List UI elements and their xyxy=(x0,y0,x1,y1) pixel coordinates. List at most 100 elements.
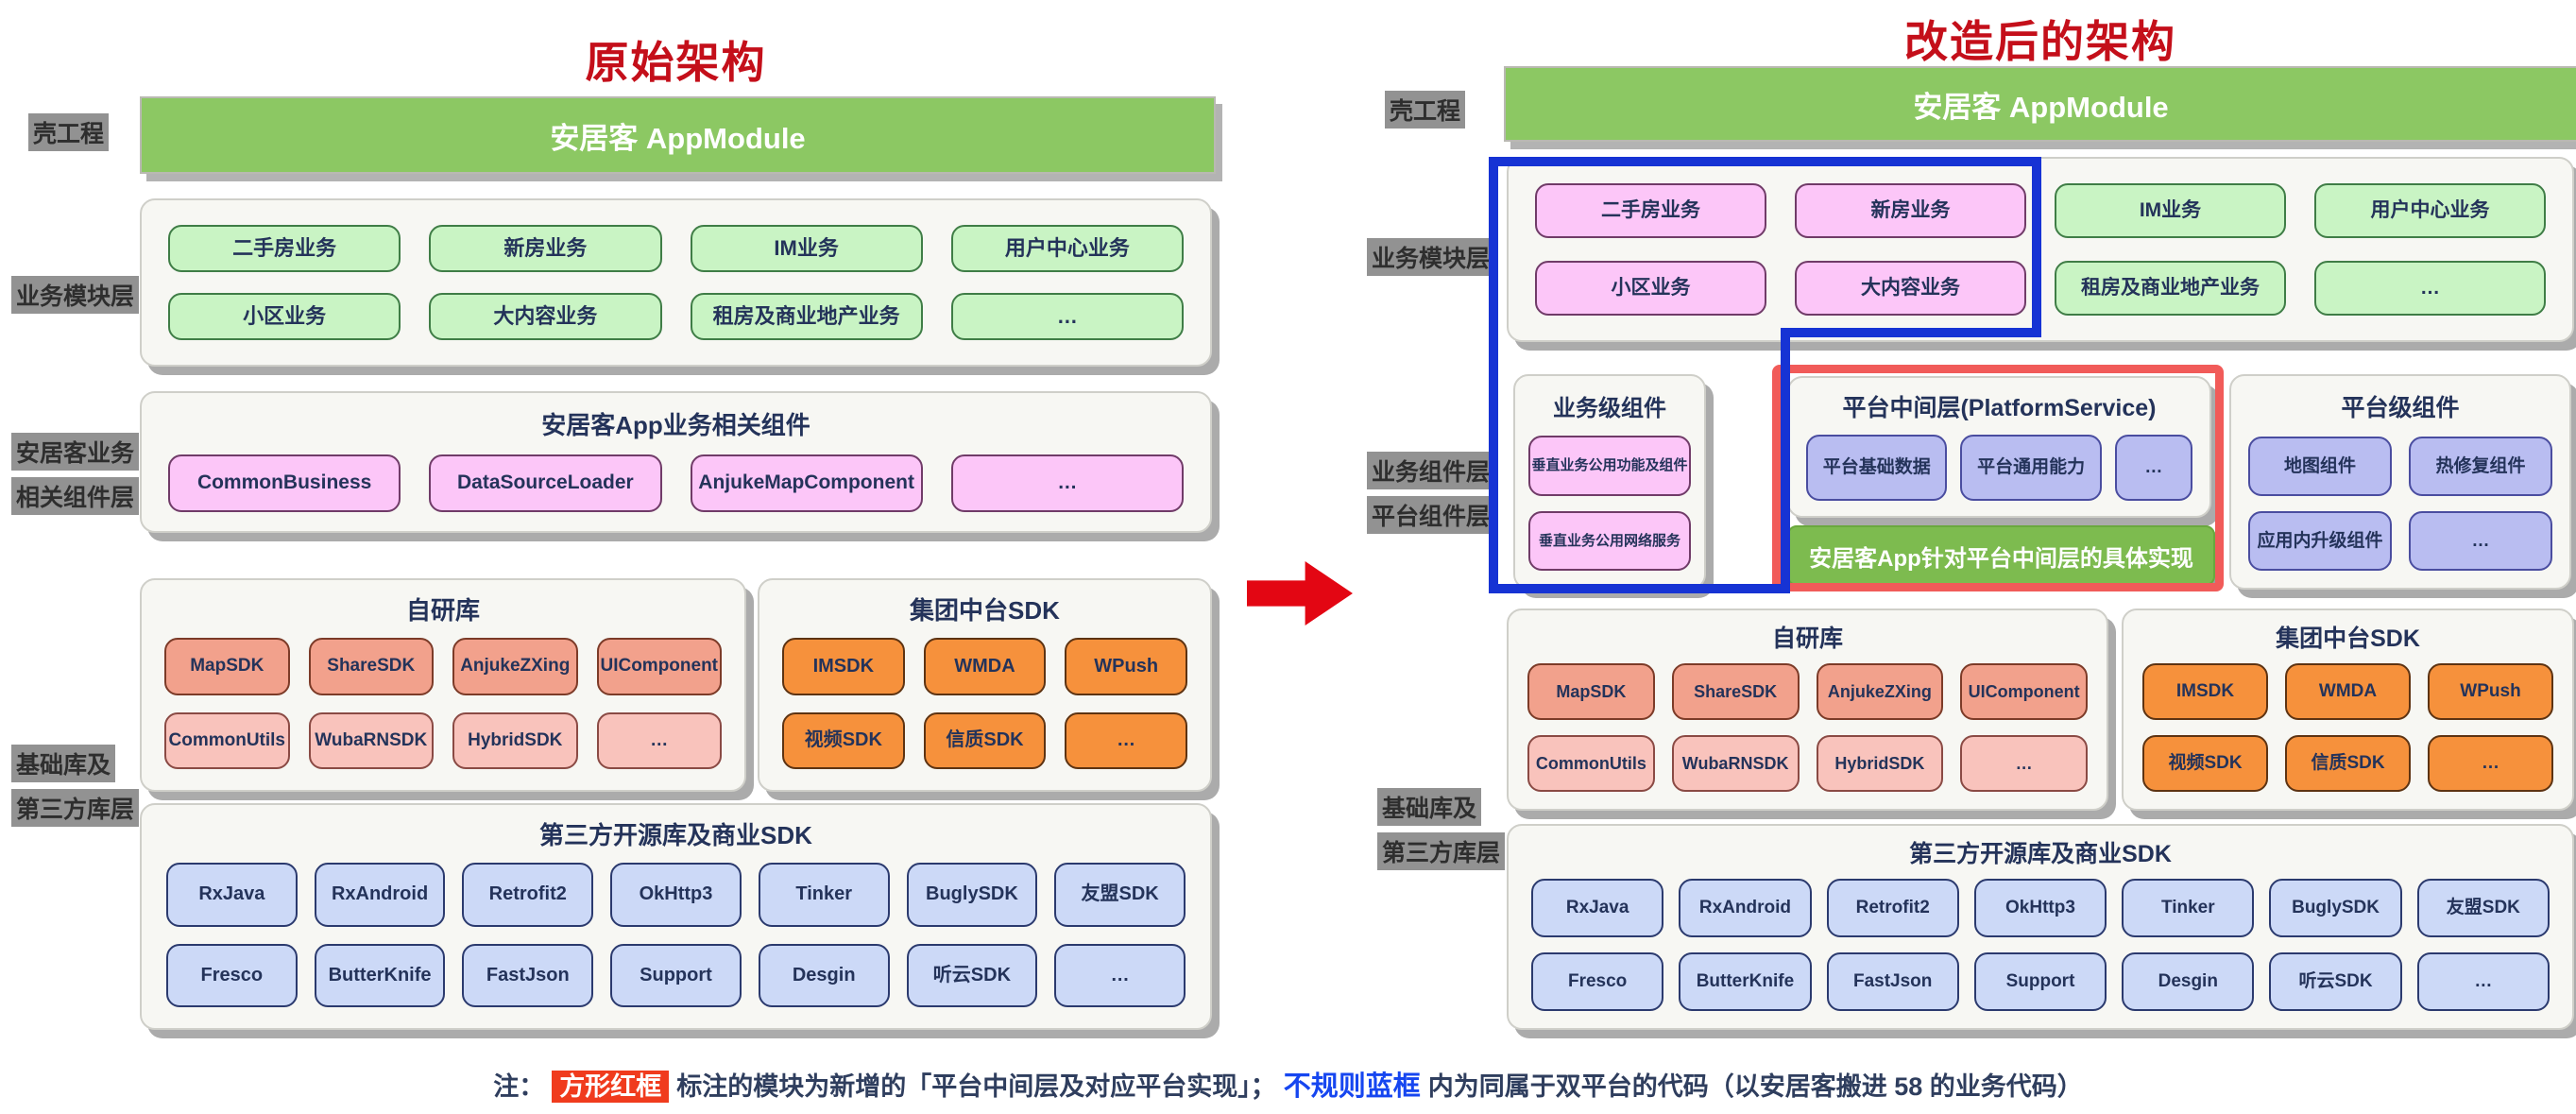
diagram-box: … xyxy=(950,293,1184,340)
diagram-box: … xyxy=(2114,435,2192,501)
diagram-box: Fresco xyxy=(166,943,298,1007)
diagram-box: 二手房业务 xyxy=(168,225,401,272)
diagram-box: WubaRNSDK xyxy=(308,711,434,769)
right-layer-label-modules: 业务模块层 xyxy=(1367,238,1495,276)
diagram-box: IM业务 xyxy=(690,225,923,272)
diagram-box: … xyxy=(2428,735,2553,792)
right-platform-level-grid: 地图组件热修复组件应用内升级组件… xyxy=(2248,437,2552,571)
right-group-sdk-card: 集团中台SDK IMSDK WMDA WPush 视频SDK 信质SDK … xyxy=(2122,608,2574,811)
diagram-box: 友盟SDK xyxy=(1054,863,1186,927)
right-diagram-title: 改造后的架构 xyxy=(1904,17,2176,66)
right-biz-level-grid: 垂直业务公用功能及组件垂直业务公用网络服务 xyxy=(1528,436,1691,571)
layer-label-text: 相关组件层 xyxy=(11,477,140,515)
transform-arrow-icon xyxy=(1247,561,1353,626)
diagram-box: 视频SDK xyxy=(2142,735,2268,792)
platform-mid-red-frame xyxy=(1772,365,2224,591)
layer-label-text: 壳工程 xyxy=(28,113,110,151)
layer-label-text: 第三方库层 xyxy=(11,789,140,827)
diagram-box: 热修复组件 xyxy=(2409,437,2552,496)
diagram-box: WMDA xyxy=(2285,663,2411,720)
diagram-box: IMSDK xyxy=(2142,663,2268,720)
right-platform-level-card: 平台级组件 地图组件热修复组件应用内升级组件… xyxy=(2229,374,2571,590)
diagram-box: 大内容业务 xyxy=(429,293,662,340)
left-layer-label-components: 安居客业务 相关组件层 xyxy=(11,433,140,515)
diagram-box: 听云SDK xyxy=(2269,952,2402,1011)
diagram-box: WPush xyxy=(1065,638,1187,695)
diagram-box: Retrofit2 xyxy=(1826,879,1959,937)
diagram-box: 用户中心业务 xyxy=(2314,183,2546,238)
left-biz-components-title: 安居客App业务相关组件 xyxy=(541,411,810,439)
caption-red-highlight: 方形红框 xyxy=(552,1071,670,1103)
diagram-box: WMDA xyxy=(923,638,1047,695)
diagram-box: 听云SDK xyxy=(906,943,1038,1007)
diagram-box: MapSDK xyxy=(164,638,290,695)
diagram-box: IM业务 xyxy=(2055,183,2286,238)
diagram-box: BuglySDK xyxy=(2269,879,2402,937)
diagram-box: MapSDK xyxy=(1527,663,1655,720)
right-third-party-title: 第三方开源库及商业SDK xyxy=(1909,841,2172,867)
diagram-box: CommonUtils xyxy=(164,711,290,769)
diagram-box: 小区业务 xyxy=(1535,261,1766,316)
diagram-box: CommonUtils xyxy=(1527,735,1655,792)
diagram-box: ButterKnife xyxy=(1679,952,1812,1011)
layer-label-text: 基础库及 xyxy=(11,745,116,782)
diagram-box: WPush xyxy=(2428,663,2553,720)
left-app-module-banner: 安居客 AppModule xyxy=(140,96,1216,174)
diagram-box: 信质SDK xyxy=(923,711,1047,769)
right-group-sdk-title: 集团中台SDK xyxy=(2276,626,2420,652)
diagram-box: 新房业务 xyxy=(429,225,662,272)
right-biz-level-title: 业务级组件 xyxy=(1553,396,1666,421)
diagram-box: Support xyxy=(1973,952,2107,1011)
diagram-box: HybridSDK xyxy=(452,711,578,769)
diagram-box: HybridSDK xyxy=(1816,735,1944,792)
diagram-box: RxJava xyxy=(166,863,298,927)
diagram-box: … xyxy=(1960,735,2088,792)
footnote-caption: 注：方形红框标注的模块为新增的「平台中间层及对应平台实现」；不规则蓝框内为同属于… xyxy=(0,1064,2576,1104)
right-layer-label-shell: 壳工程 xyxy=(1385,91,1466,129)
left-diagram-title: 原始架构 xyxy=(585,38,767,87)
diagram-box: Tinker xyxy=(2122,879,2255,937)
diagram-box: 信质SDK xyxy=(2285,735,2411,792)
diagram-box: FastJson xyxy=(462,943,594,1007)
diagram-box: … xyxy=(2314,261,2546,316)
diagram-box: 租房及商业地产业务 xyxy=(2055,261,2286,316)
diagram-box: 垂直业务公用网络服务 xyxy=(1528,510,1691,571)
diagram-box: OkHttp3 xyxy=(610,863,742,927)
diagram-box: OkHttp3 xyxy=(1973,879,2107,937)
diagram-box: 租房及商业地产业务 xyxy=(690,293,923,340)
left-layer-label-foundation: 基础库及 第三方库层 xyxy=(11,745,140,827)
diagram-box: 应用内升级组件 xyxy=(2248,511,2392,571)
diagram-box: 二手房业务 xyxy=(1535,183,1766,238)
right-self-libs-title: 自研库 xyxy=(1771,626,1843,652)
diagram-box: FastJson xyxy=(1826,952,1959,1011)
diagram-box: AnjukeZXing xyxy=(452,638,578,695)
diagram-box: ShareSDK xyxy=(308,638,434,695)
diagram-box: … xyxy=(1054,943,1186,1007)
diagram-box: Desgin xyxy=(2122,952,2255,1011)
diagram-box: UIComponent xyxy=(596,638,722,695)
layer-label-text: 第三方库层 xyxy=(1377,832,1506,870)
diagram-box: Tinker xyxy=(758,863,890,927)
diagram-box: CommonBusiness xyxy=(168,454,401,512)
diagram-box: 视频SDK xyxy=(782,711,905,769)
caption-suffix: 内为同属于双平台的代码（以安居客搬进 58 的业务代码） xyxy=(1427,1072,2083,1101)
left-layer-label-shell: 壳工程 xyxy=(28,113,110,151)
diagram-box: … xyxy=(2416,952,2550,1011)
diagram-box: UIComponent xyxy=(1960,663,2088,720)
diagram-box: Desgin xyxy=(758,943,890,1007)
diagram-box: … xyxy=(1065,711,1187,769)
layer-label-text: 基础库及 xyxy=(1377,788,1482,826)
left-group-sdk-title: 集团中台SDK xyxy=(910,596,1060,625)
